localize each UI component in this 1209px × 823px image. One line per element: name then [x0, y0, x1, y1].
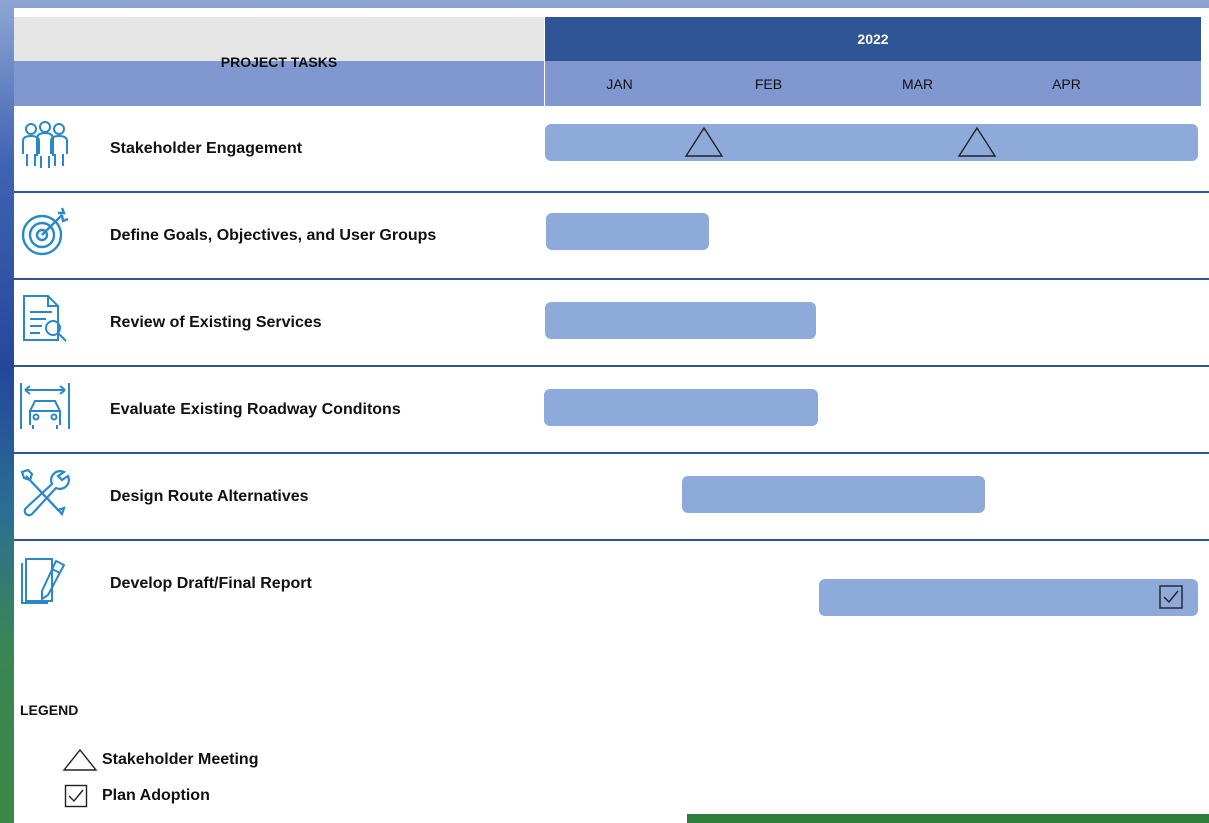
people-group-icon	[18, 120, 72, 170]
row-divider	[14, 191, 1209, 193]
report-pen-icon	[18, 555, 72, 605]
plan-adoption-marker	[1159, 585, 1183, 609]
task-bar	[543, 389, 818, 426]
header-left-top	[14, 17, 544, 69]
task-bar	[546, 213, 709, 250]
document-search-icon	[18, 294, 72, 344]
checkbox-icon	[64, 784, 88, 808]
months-header: JAN FEB MAR APR	[545, 61, 1201, 106]
row-divider	[14, 452, 1209, 454]
task-bar	[682, 476, 985, 513]
month-label-jan: JAN	[606, 75, 633, 92]
task-bar	[819, 579, 1198, 616]
header-left-bottom	[14, 61, 544, 106]
tools-icon	[18, 468, 72, 518]
task-bar	[545, 302, 817, 339]
month-label-mar: MAR	[901, 75, 934, 92]
legend-item-plan-adoption: Plan Adoption	[64, 784, 210, 808]
task-label: Evaluate Existing Roadway Conditons	[110, 401, 401, 418]
legend-item-stakeholder-meeting: Stakeholder Meeting	[62, 748, 258, 772]
footer-strip	[687, 814, 1209, 823]
task-label: Define Goals, Objectives, and User Group…	[110, 227, 437, 244]
task-label: Develop Draft/Final Report	[110, 575, 312, 592]
row-divider	[14, 539, 1209, 541]
target-icon	[18, 207, 72, 257]
legend-title: LEGEND	[20, 702, 79, 718]
year-header: 2022	[545, 17, 1201, 61]
task-label: Stakeholder Engagement	[110, 140, 303, 157]
roadway-icon	[18, 381, 72, 431]
stakeholder-meeting-marker	[685, 126, 724, 157]
task-bar	[545, 124, 1198, 161]
row-divider	[14, 278, 1209, 280]
legend-label: Stakeholder Meeting	[102, 751, 259, 768]
legend-label: Plan Adoption	[102, 787, 210, 804]
gantt-sheet: PROJECT TASKS 2022 JAN FEB MAR APR Stakehol…	[14, 8, 1209, 823]
month-label-apr: APR	[1052, 75, 1081, 92]
month-label-feb: FEB	[754, 75, 783, 92]
triangle-icon	[62, 748, 98, 771]
task-label: Design Route Alternatives	[110, 488, 309, 505]
row-divider	[14, 365, 1209, 367]
project-tasks-header: PROJECT TASKS	[220, 54, 338, 70]
task-label: Review of Existing Services	[110, 314, 322, 331]
stakeholder-meeting-marker	[957, 126, 997, 157]
